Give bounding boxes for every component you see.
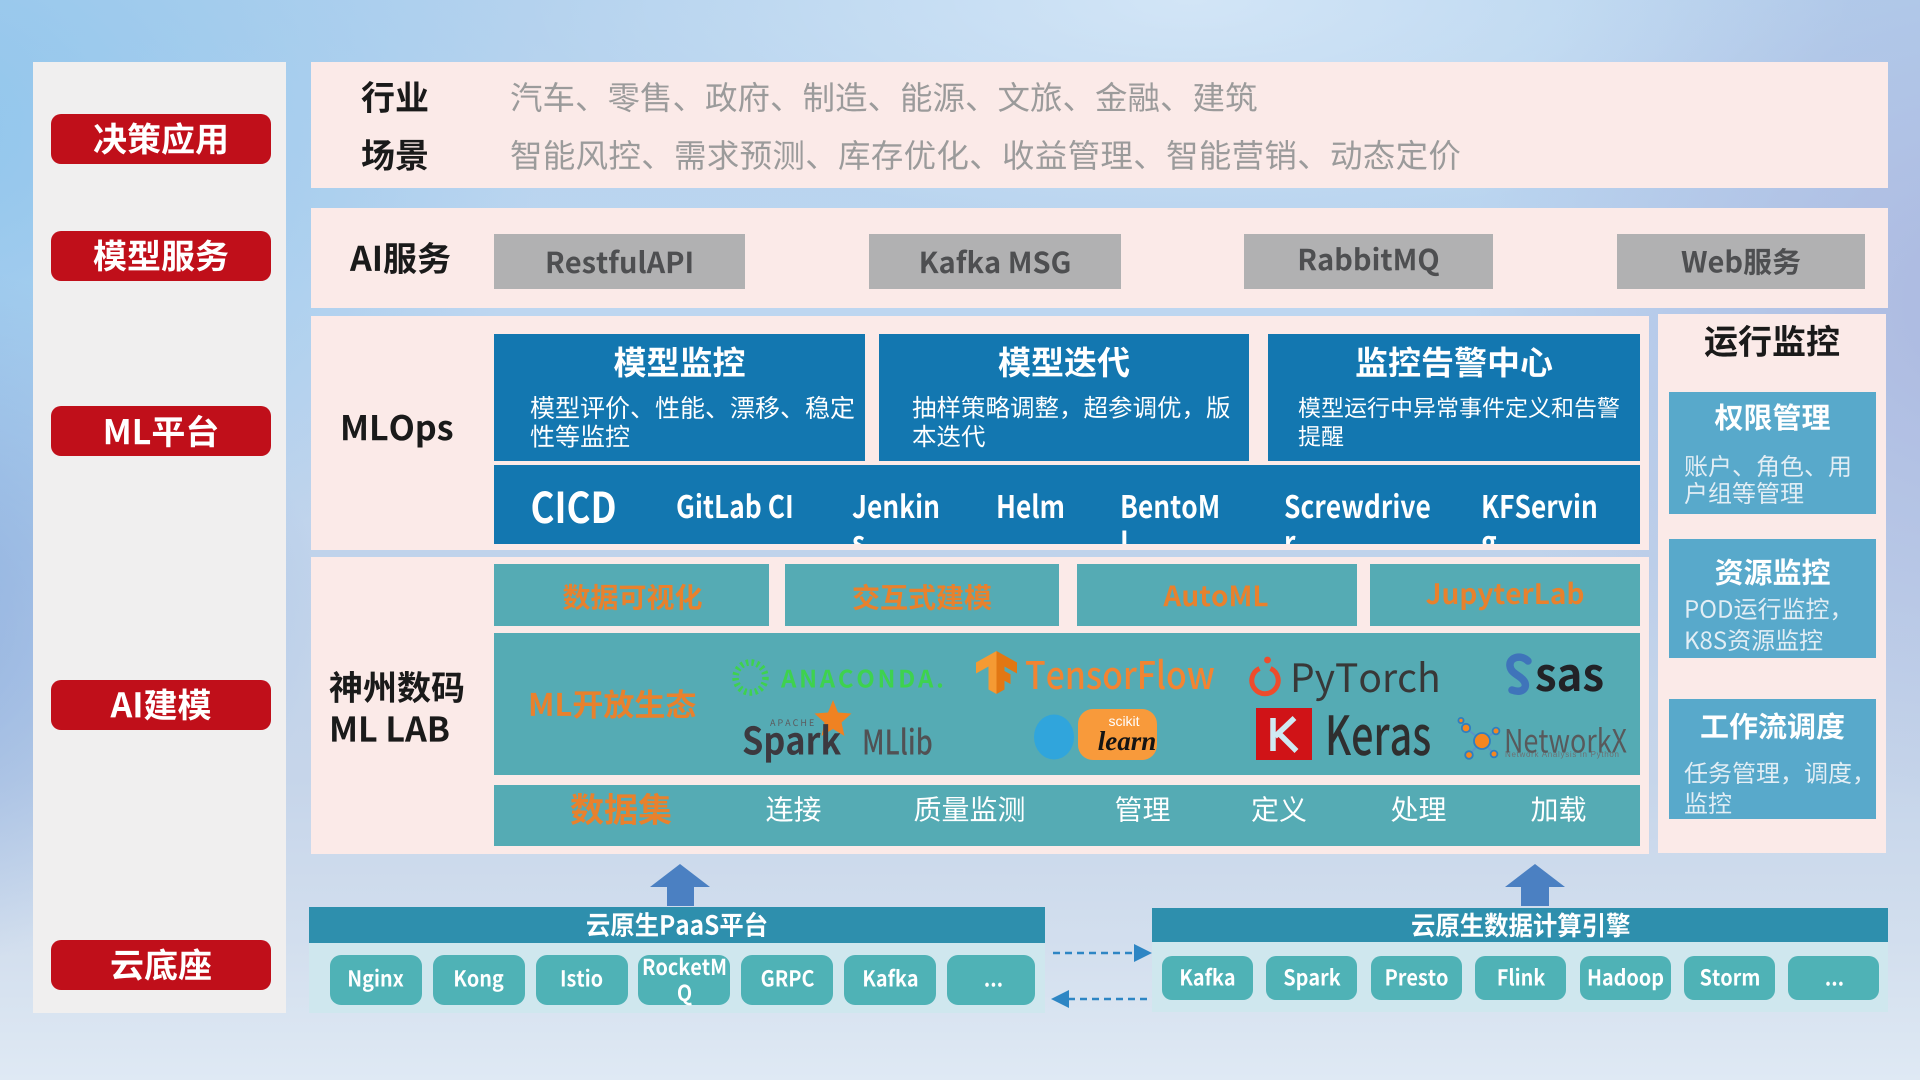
svg-text:Network Analysis in Python: Network Analysis in Python (1505, 750, 1620, 759)
svg-text:learn: learn (1098, 726, 1157, 756)
svg-text:scikit: scikit (1108, 713, 1139, 729)
